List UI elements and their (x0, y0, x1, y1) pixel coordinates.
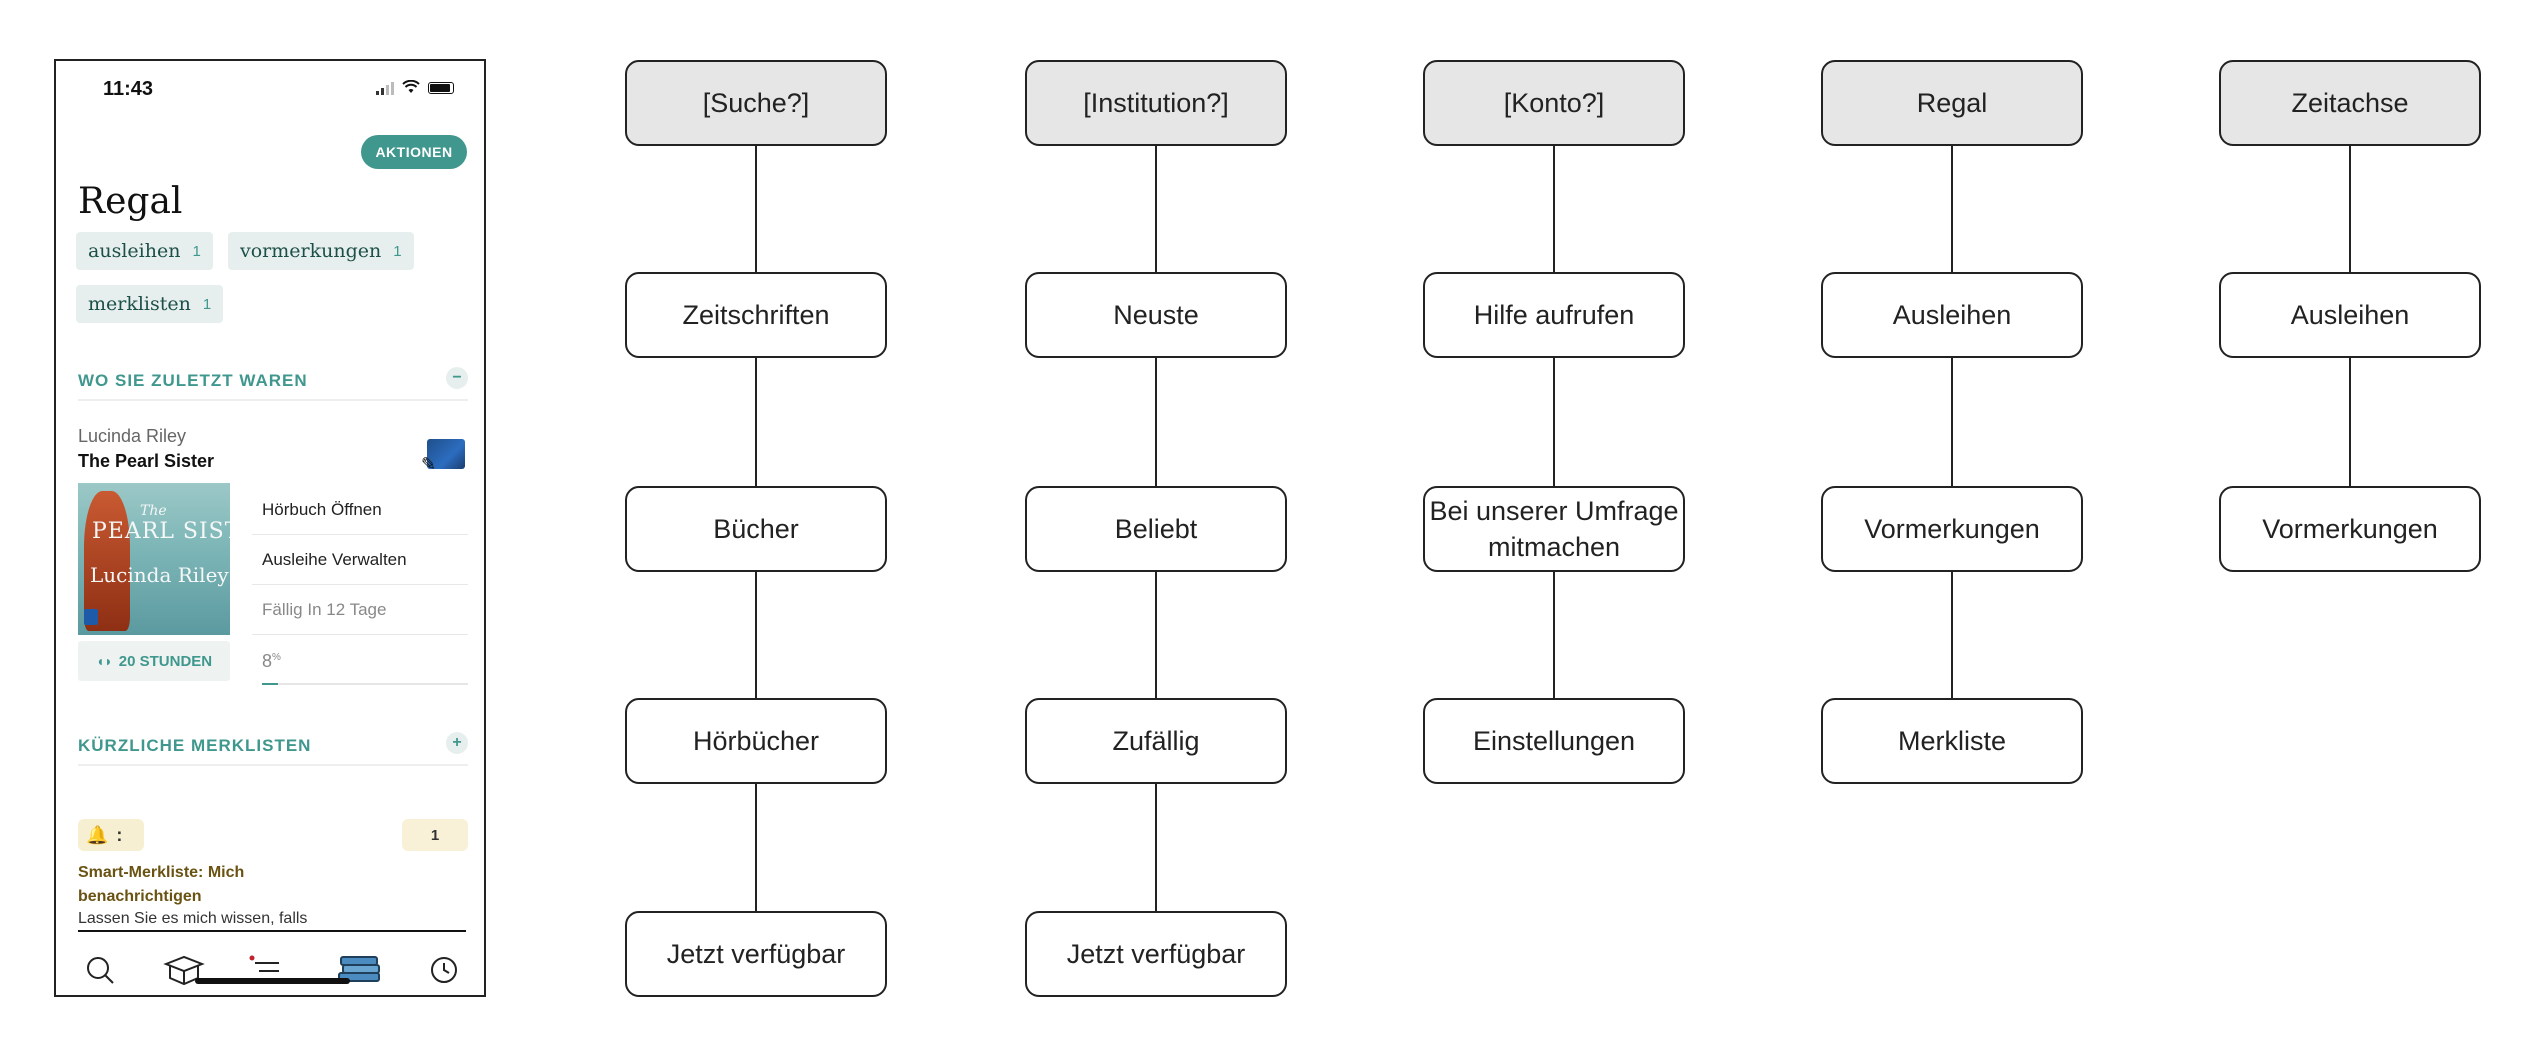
status-bar: 11:43 (56, 61, 484, 121)
library-icon[interactable] (161, 953, 207, 987)
chip-label: merklisten (88, 293, 191, 315)
smart-list-description: Lassen Sie es mich wissen, falls (78, 910, 308, 927)
chip-merklisten[interactable]: merklisten 1 (76, 285, 224, 323)
more-icon: : (116, 824, 123, 845)
connector-line (1553, 146, 1555, 272)
diagram-node: Jetzt verfügbar (1025, 911, 1287, 997)
chip-label: ausleihen (88, 240, 181, 262)
search-icon[interactable] (83, 953, 117, 987)
diagram-node: Einstellungen (1423, 698, 1685, 784)
cover-figure (84, 491, 130, 631)
duration-label: 20 STUNDEN (118, 652, 213, 670)
connector-line (1553, 358, 1555, 486)
diagram-column-header: [Konto?] (1423, 60, 1685, 146)
diagram-column-header: Zeitachse (2219, 60, 2481, 146)
status-time: 11:43 (103, 78, 154, 100)
progress-bar (262, 683, 468, 685)
headphones-badge-icon: ✎ (421, 439, 465, 474)
notification-pill[interactable]: 🔔 : (78, 819, 144, 851)
recent-section-header: WO SIE ZULETZT WAREN − (78, 359, 468, 401)
wifi-icon (402, 79, 420, 95)
diagram-node: Merkliste (1821, 698, 2083, 784)
diagram-column-header: [Institution?] (1025, 60, 1287, 146)
manage-loan-link[interactable]: Ausleihe Verwalten (252, 535, 468, 585)
connector-line (2349, 146, 2351, 272)
headphones-icon: ◖◗ (95, 653, 113, 669)
status-icons (376, 79, 454, 95)
diagram-node: Bücher (625, 486, 887, 572)
chip-ausleihen[interactable]: ausleihen 1 (76, 232, 213, 270)
connector-line (755, 146, 757, 272)
diagram-node: Vormerkungen (1821, 486, 2083, 572)
expand-button[interactable]: + (446, 732, 468, 754)
chip-count: 1 (393, 242, 402, 260)
diagram-node: Zufällig (1025, 698, 1287, 784)
connector-line (1155, 572, 1157, 698)
progress-value: 8% (262, 651, 281, 671)
home-indicator (195, 978, 350, 984)
connector-line (2349, 358, 2351, 486)
cover-title: PEARL SISTER (92, 519, 230, 544)
chip-count: 1 (202, 295, 212, 313)
chip-vormerkungen[interactable]: vormerkungen 1 (228, 232, 414, 270)
diagram-node: Hörbücher (625, 698, 887, 784)
diagram-node: Bei unserer Umfrage mitmachen (1423, 486, 1685, 572)
recent-section-label: WO SIE ZULETZT WAREN (78, 371, 308, 390)
connector-line (1951, 358, 1953, 486)
diagram-node: Ausleihen (2219, 272, 2481, 358)
diagram-node: Neuste (1025, 272, 1287, 358)
cover-author: Lucinda Riley (90, 563, 229, 587)
actions-button[interactable]: AKTIONEN (361, 135, 467, 169)
progress-fill (262, 683, 279, 685)
diagram-node: Ausleihen (1821, 272, 2083, 358)
bell-icon: 🔔 (86, 824, 109, 845)
menu-label: Ausleihe Verwalten (262, 550, 407, 569)
connector-line (755, 358, 757, 486)
diagram-node: Zeitschriften (625, 272, 887, 358)
connector-line (1553, 572, 1555, 698)
diagram-node: Jetzt verfügbar (625, 911, 887, 997)
book-cover[interactable]: The PEARL SISTER Lucinda Riley (78, 483, 230, 635)
duration-badge: ◖◗ 20 STUNDEN (78, 641, 230, 681)
open-audiobook-link[interactable]: Hörbuch Öffnen (252, 485, 468, 535)
clock-icon[interactable] (427, 953, 461, 987)
audiobook-badge-icon (84, 609, 98, 625)
due-label: Fällig In 12 Tage (262, 600, 387, 619)
chip-label: vormerkungen (240, 240, 382, 262)
lists-section-label: KÜRZLICHE MERKLISTEN (78, 736, 312, 755)
chip-count: 1 (192, 242, 201, 260)
book-title: The Pearl Sister (78, 451, 215, 471)
tab-bar-divider (78, 930, 466, 932)
tab-bar (56, 909, 484, 995)
diagram-node: Beliebt (1025, 486, 1287, 572)
menu-label: Hörbuch Öffnen (262, 500, 382, 519)
book-author: Lucinda Riley (78, 426, 187, 446)
connector-line (1155, 358, 1157, 486)
battery-icon (428, 81, 454, 94)
diagram-column-header: Regal (1821, 60, 2083, 146)
connector-line (1155, 784, 1157, 911)
lists-section-header: KÜRZLICHE MERKLISTEN + (78, 724, 468, 766)
signal-icon (376, 81, 394, 95)
diagram-column-header: [Suche?] (625, 60, 887, 146)
collapse-button[interactable]: − (446, 367, 468, 389)
connector-line (755, 572, 757, 698)
phone-mockup: 11:43 AKTIONEN Regal ausleihen 1 vormerk… (54, 59, 486, 997)
connector-line (1951, 572, 1953, 698)
diagram-node: Hilfe aufrufen (1423, 272, 1685, 358)
connector-line (755, 784, 757, 911)
due-info: Fällig In 12 Tage (252, 585, 468, 635)
connector-line (1155, 146, 1157, 272)
cover-small-text: The (140, 503, 167, 519)
smart-list-title[interactable]: Smart-Merkliste: Mich benachrichtigen (78, 864, 245, 905)
page-title: Regal (78, 181, 183, 222)
connector-line (1951, 146, 1953, 272)
list-count-badge: 1 (402, 819, 468, 851)
diagram-node: Vormerkungen (2219, 486, 2481, 572)
